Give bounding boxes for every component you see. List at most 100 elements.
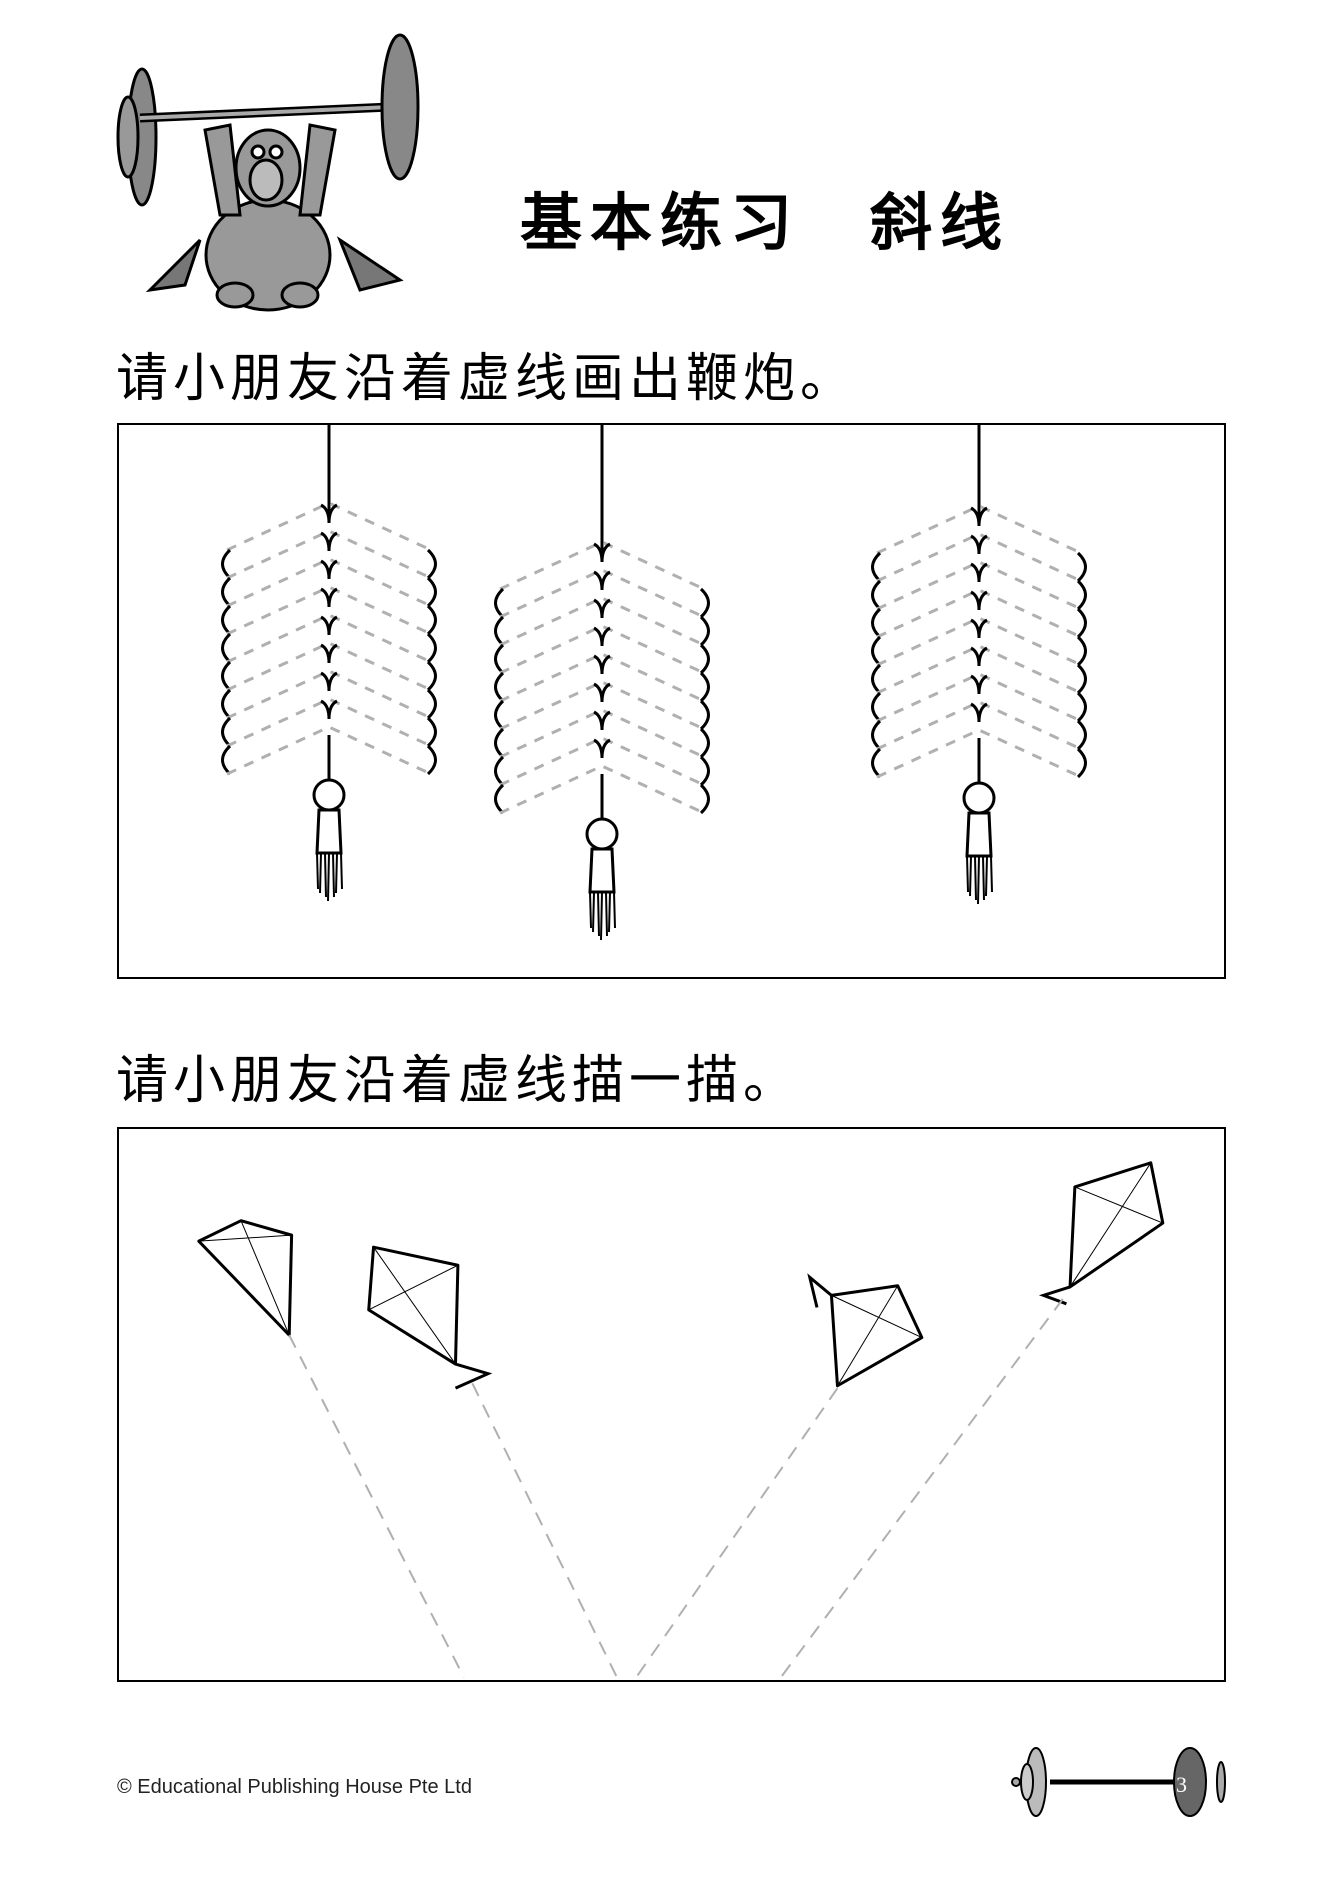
kite-body	[829, 1284, 924, 1388]
fuse-y-mark	[320, 643, 338, 664]
tassel-strand	[589, 891, 592, 929]
tassel-strand	[600, 891, 603, 941]
fuse-y-mark	[320, 615, 338, 636]
bracket-left	[221, 716, 232, 748]
tassel-strand	[990, 855, 993, 893]
fuse-y-mark	[970, 646, 988, 667]
tassel-strand	[605, 891, 608, 937]
kite	[367, 1245, 618, 1678]
dashed-kite-string	[635, 1387, 839, 1678]
fuse-y-mark	[593, 710, 611, 731]
tassel-head	[315, 808, 343, 855]
tassel-knot	[585, 817, 619, 851]
bracket-left	[221, 660, 232, 692]
bracket-right	[1076, 579, 1087, 611]
bracket-right	[699, 587, 710, 619]
bracket-left	[494, 699, 505, 731]
kite-tail-bow	[454, 1362, 493, 1390]
bracket-left	[871, 691, 882, 723]
bracket-right	[426, 688, 437, 720]
fuse-y-mark	[970, 534, 988, 555]
kite-exercise-box	[117, 1127, 1226, 1682]
kite-tracing-figures	[197, 1161, 1165, 1678]
kite	[780, 1161, 1165, 1678]
bracket-right	[699, 615, 710, 647]
bracket-right	[426, 548, 437, 580]
fuse-y-mark	[320, 699, 338, 720]
copyright-text: © Educational Publishing House Pte Ltd	[117, 1776, 472, 1798]
bracket-right	[1076, 719, 1087, 751]
page-title: 基本练习 斜线	[520, 186, 1011, 259]
fuse-y-mark	[970, 618, 988, 639]
kite-spar	[368, 1264, 459, 1311]
bracket-right	[699, 643, 710, 675]
tassel-strand	[982, 855, 985, 901]
tassel-strand	[597, 891, 600, 937]
bracket-left	[494, 755, 505, 787]
bracket-left	[494, 671, 505, 703]
bracket-left	[871, 579, 882, 611]
bracket-right	[426, 632, 437, 664]
fuse-y-mark	[970, 702, 988, 723]
fuse-y-mark	[593, 626, 611, 647]
bracket-right	[1076, 551, 1087, 583]
kite-spar	[1074, 1186, 1164, 1224]
firecracker-exercise-box	[117, 423, 1226, 979]
tassel-strand	[332, 852, 335, 898]
bracket-left	[871, 607, 882, 639]
tassel-strand	[608, 891, 611, 933]
tassel-head	[588, 847, 616, 894]
kite-tail-bow	[807, 1273, 833, 1308]
bracket-left	[494, 643, 505, 675]
bracket-left	[221, 576, 232, 608]
kite-spar	[1069, 1162, 1152, 1288]
bracket-right	[426, 576, 437, 608]
tassel-strand	[324, 852, 327, 898]
fuse-y-mark	[970, 674, 988, 695]
kite	[635, 1273, 924, 1678]
fuse-y-mark	[593, 738, 611, 759]
tassel-strand	[966, 855, 969, 893]
fuse-y-mark	[320, 531, 338, 552]
kite-body	[1068, 1161, 1165, 1289]
bracket-right	[699, 755, 710, 787]
bracket-left	[871, 719, 882, 751]
kite-spar	[373, 1246, 456, 1365]
tassel-knot	[962, 781, 996, 815]
tassel-strand	[340, 852, 343, 890]
bracket-right	[1076, 747, 1087, 779]
instruction-kites: 请小朋友沿着虚线描一描。	[116, 1051, 801, 1111]
firecracker	[871, 425, 1087, 905]
kite-spar	[198, 1234, 292, 1242]
page-number: 3	[1176, 1772, 1187, 1797]
bracket-right	[699, 699, 710, 731]
fuse-y-mark	[320, 671, 338, 692]
bracket-left	[494, 783, 505, 815]
tassel-knot	[312, 778, 346, 812]
tassel-strand	[977, 855, 980, 905]
kite-spar	[240, 1220, 290, 1336]
tassel-strand	[613, 891, 616, 929]
fuse-y-mark	[970, 562, 988, 583]
dashed-kite-string	[471, 1382, 618, 1678]
fuse-y-mark	[320, 503, 338, 524]
bracket-right	[1076, 663, 1087, 695]
firecracker	[221, 425, 437, 902]
bracket-left	[871, 551, 882, 583]
kite-tail-bow	[1038, 1285, 1071, 1306]
tassel-head	[965, 811, 993, 858]
fuse-y-mark	[320, 559, 338, 580]
bracket-right	[1076, 635, 1087, 667]
tassel-strand	[974, 855, 977, 901]
tassel-strand	[327, 852, 330, 902]
kite-spar	[837, 1285, 899, 1387]
bracket-right	[699, 783, 710, 815]
bracket-right	[1076, 607, 1087, 639]
bracket-right	[699, 727, 710, 759]
tassel-strand	[985, 855, 988, 897]
fuse-y-mark	[593, 598, 611, 619]
bracket-left	[221, 744, 232, 776]
bracket-left	[494, 727, 505, 759]
bracket-left	[221, 604, 232, 636]
bracket-right	[426, 744, 437, 776]
